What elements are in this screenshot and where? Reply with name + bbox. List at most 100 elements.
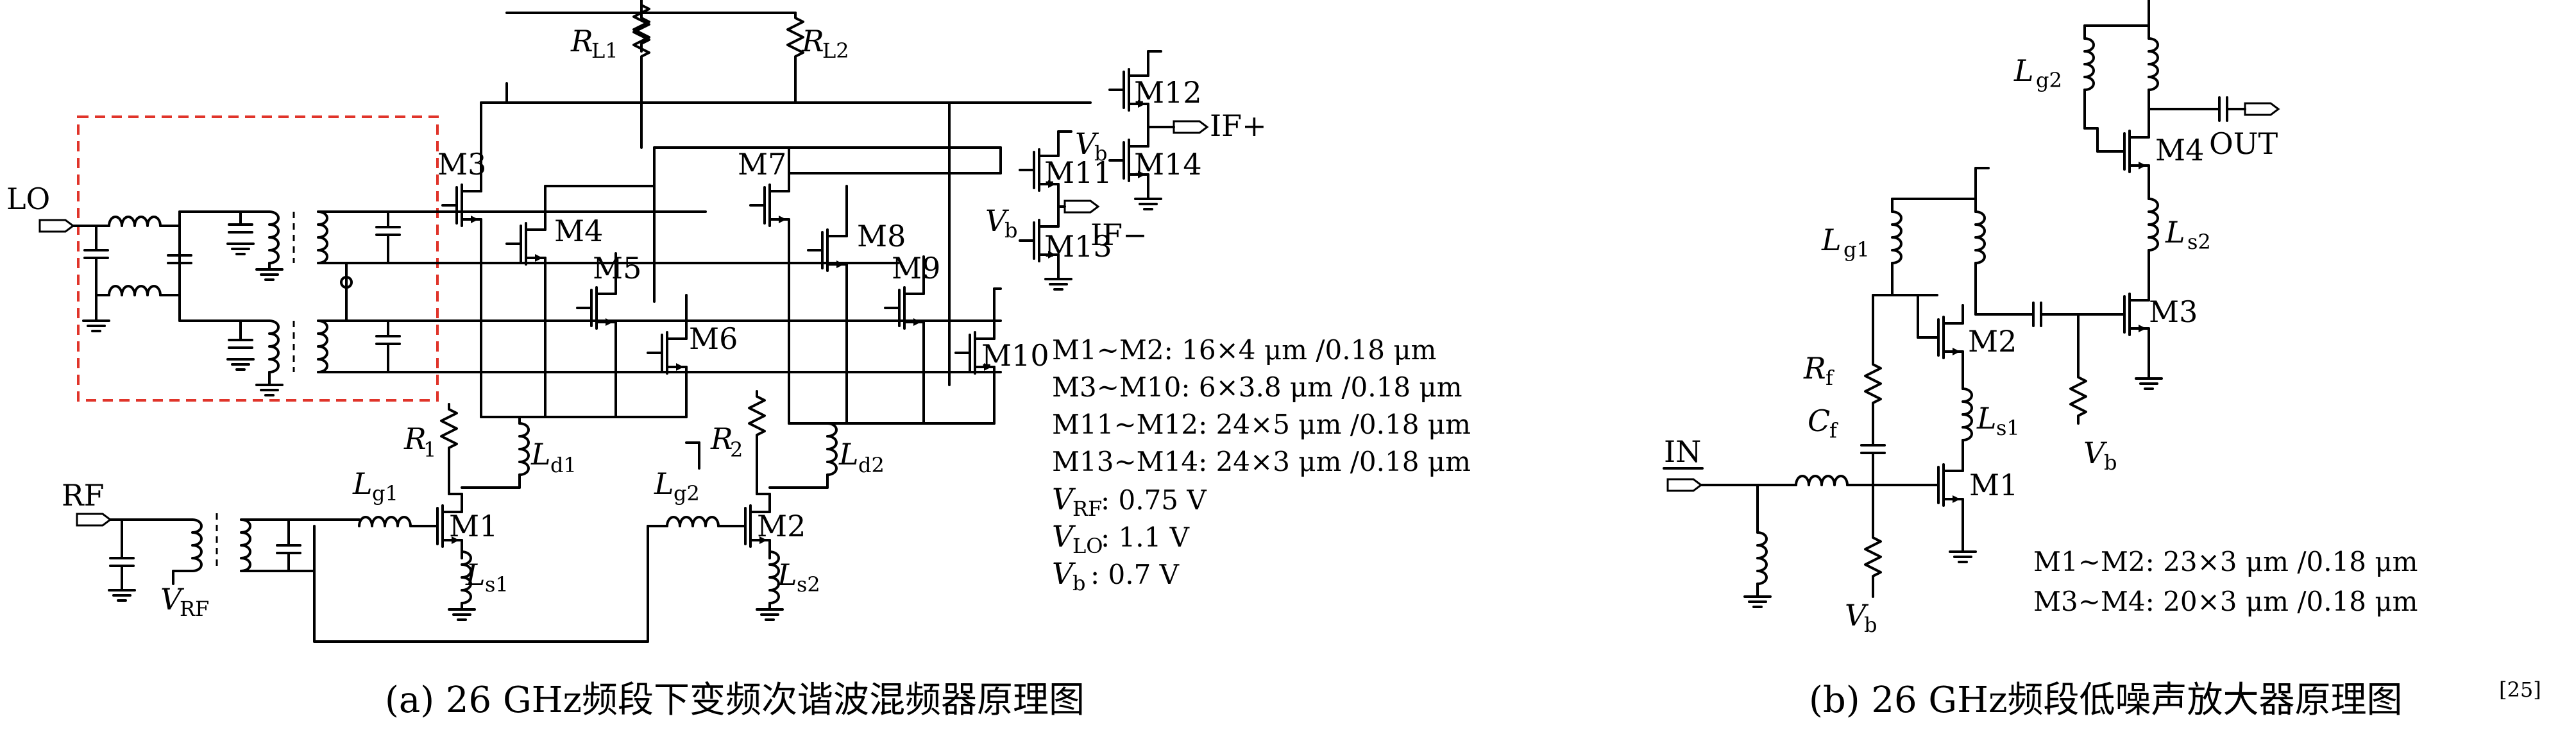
spec-line-4: M13∼M14: 24×3 μm /0.18 μm bbox=[1052, 446, 1471, 477]
label-vb1-b: V bbox=[1845, 598, 1869, 633]
label-ld1: L bbox=[530, 437, 551, 472]
reference-marker: [25] bbox=[2499, 677, 2541, 702]
inductor-ls1-b bbox=[1962, 387, 1973, 441]
lo-port-icon bbox=[38, 219, 74, 233]
svg-text:g2: g2 bbox=[674, 481, 700, 506]
svg-text:1: 1 bbox=[423, 438, 436, 462]
label-ls2-b: L bbox=[2165, 215, 2185, 250]
label-m2: M2 bbox=[757, 509, 806, 543]
svg-text:b: b bbox=[1072, 571, 1085, 595]
label-m3-b: M3 bbox=[2149, 294, 2198, 329]
label-lg1: L bbox=[352, 466, 373, 501]
label-vb2-b: V bbox=[2083, 436, 2108, 470]
transistor-m7 bbox=[749, 172, 790, 239]
svg-text:L1: L1 bbox=[591, 38, 618, 63]
svg-text:d1: d1 bbox=[550, 453, 577, 477]
label-m10: M10 bbox=[981, 338, 1049, 373]
caption-a: (a) 26 GHz频段下变频次谐波混频器原理图 bbox=[385, 679, 1085, 721]
transistor-m5 bbox=[576, 275, 617, 341]
svg-text:s2: s2 bbox=[2187, 230, 2211, 254]
label-cf: C bbox=[1808, 404, 1830, 438]
label-m4-b: M4 bbox=[2155, 133, 2204, 167]
spec-b-line-1: M1∼M2: 23×3 μm /0.18 μm bbox=[2033, 546, 2418, 577]
out-port-label: OUT bbox=[2209, 126, 2278, 161]
label-m5: M5 bbox=[593, 251, 641, 285]
label-m1: M1 bbox=[449, 509, 498, 543]
label-m7: M7 bbox=[738, 147, 786, 182]
transistor-m4-b bbox=[2109, 118, 2150, 185]
resistor-rl2 bbox=[786, 12, 804, 65]
label-ls1-b: L bbox=[1976, 401, 1997, 436]
label-vb1: V bbox=[1075, 126, 1099, 161]
panel-a-mixer: LO bbox=[6, 0, 1471, 721]
spec-line-3: M11∼M12: 24×5 μm /0.18 μm bbox=[1052, 409, 1471, 440]
svg-text:b: b bbox=[1094, 141, 1107, 166]
svg-text:b: b bbox=[1004, 218, 1017, 243]
bias-vb: V bbox=[1052, 556, 1076, 591]
svg-text:LO: LO bbox=[1072, 534, 1103, 558]
lo-port-label: LO bbox=[6, 182, 50, 216]
label-lg1-b: L bbox=[1821, 223, 1842, 257]
label-vrf: V bbox=[160, 582, 185, 617]
svg-text:s1: s1 bbox=[1996, 416, 2020, 440]
label-rf: R bbox=[1803, 351, 1826, 386]
spec-b-line-2: M3∼M4: 20×3 μm /0.18 μm bbox=[2033, 586, 2418, 617]
label-lg2: L bbox=[654, 466, 674, 501]
transistor-m2-b bbox=[1923, 304, 1964, 371]
transistor-m1-b bbox=[1923, 452, 1964, 518]
svg-text:RF: RF bbox=[180, 597, 209, 621]
svg-text:g1: g1 bbox=[1843, 237, 1870, 262]
bias-vrf: V bbox=[1052, 482, 1076, 516]
in-port-icon bbox=[1666, 478, 1702, 492]
label-m11: M11 bbox=[1044, 155, 1112, 190]
svg-text:: 0.75 V: : 0.75 V bbox=[1101, 484, 1207, 516]
transistor-m3 bbox=[441, 172, 482, 239]
if-plus-label: IF+ bbox=[1210, 108, 1267, 143]
label-lg2-b: L bbox=[2013, 53, 2034, 88]
svg-text:g1: g1 bbox=[372, 481, 398, 506]
spec-line-2: M3∼M10: 6×3.8 μm /0.18 μm bbox=[1052, 371, 1462, 403]
label-m6: M6 bbox=[689, 321, 738, 356]
svg-text:d2: d2 bbox=[858, 453, 885, 477]
label-m8: M8 bbox=[857, 219, 906, 253]
svg-text:2: 2 bbox=[730, 438, 743, 462]
svg-text:b: b bbox=[1864, 613, 1877, 637]
inductor-lg1-b bbox=[1891, 210, 1902, 264]
label-m4: M4 bbox=[554, 214, 603, 248]
inductor-lg2 bbox=[666, 516, 720, 527]
label-rl1: R bbox=[570, 24, 593, 58]
label-m13: M13 bbox=[1044, 229, 1112, 264]
resistor-r1 bbox=[440, 403, 458, 457]
label-m12: M12 bbox=[1134, 75, 1202, 110]
caption-b: (b) 26 GHz频段低噪声放大器原理图 bbox=[1809, 679, 2402, 721]
inductor-ld2 bbox=[826, 422, 838, 476]
bias-vlo: V bbox=[1052, 519, 1076, 554]
rf-port-label: RF bbox=[62, 478, 105, 513]
label-rl2: R bbox=[801, 24, 824, 58]
svg-text:g2: g2 bbox=[2036, 68, 2062, 92]
svg-text:L2: L2 bbox=[822, 38, 849, 63]
label-r1: R bbox=[403, 421, 427, 456]
label-m14: M14 bbox=[1134, 147, 1202, 182]
inductor-lg2-b bbox=[2083, 37, 2095, 91]
svg-text:f: f bbox=[1829, 418, 1838, 443]
rf-port-icon bbox=[76, 513, 112, 527]
label-vb2: V bbox=[985, 203, 1010, 238]
panel-b-lna: IN V b M1 L s1 C f R f M2 bbox=[1663, 0, 2541, 721]
resistor-r2 bbox=[748, 390, 766, 444]
svg-text:: 1.1 V: : 1.1 V bbox=[1101, 522, 1190, 553]
if-plus-port-icon bbox=[1173, 120, 1208, 134]
inductor-ld1 bbox=[518, 422, 530, 476]
svg-text:s1: s1 bbox=[485, 572, 509, 597]
label-ls1: L bbox=[465, 558, 486, 592]
inductor-ls2-b bbox=[2148, 198, 2159, 251]
transistor-m6 bbox=[647, 319, 688, 386]
balun-highlight-box bbox=[77, 115, 439, 402]
label-ls2: L bbox=[777, 558, 797, 592]
in-port-label: IN bbox=[1664, 434, 1701, 469]
label-m2-b: M2 bbox=[1968, 324, 2017, 359]
svg-text:f: f bbox=[1826, 366, 1835, 390]
transistor-m8 bbox=[807, 217, 848, 284]
transistor-m9 bbox=[884, 275, 925, 341]
